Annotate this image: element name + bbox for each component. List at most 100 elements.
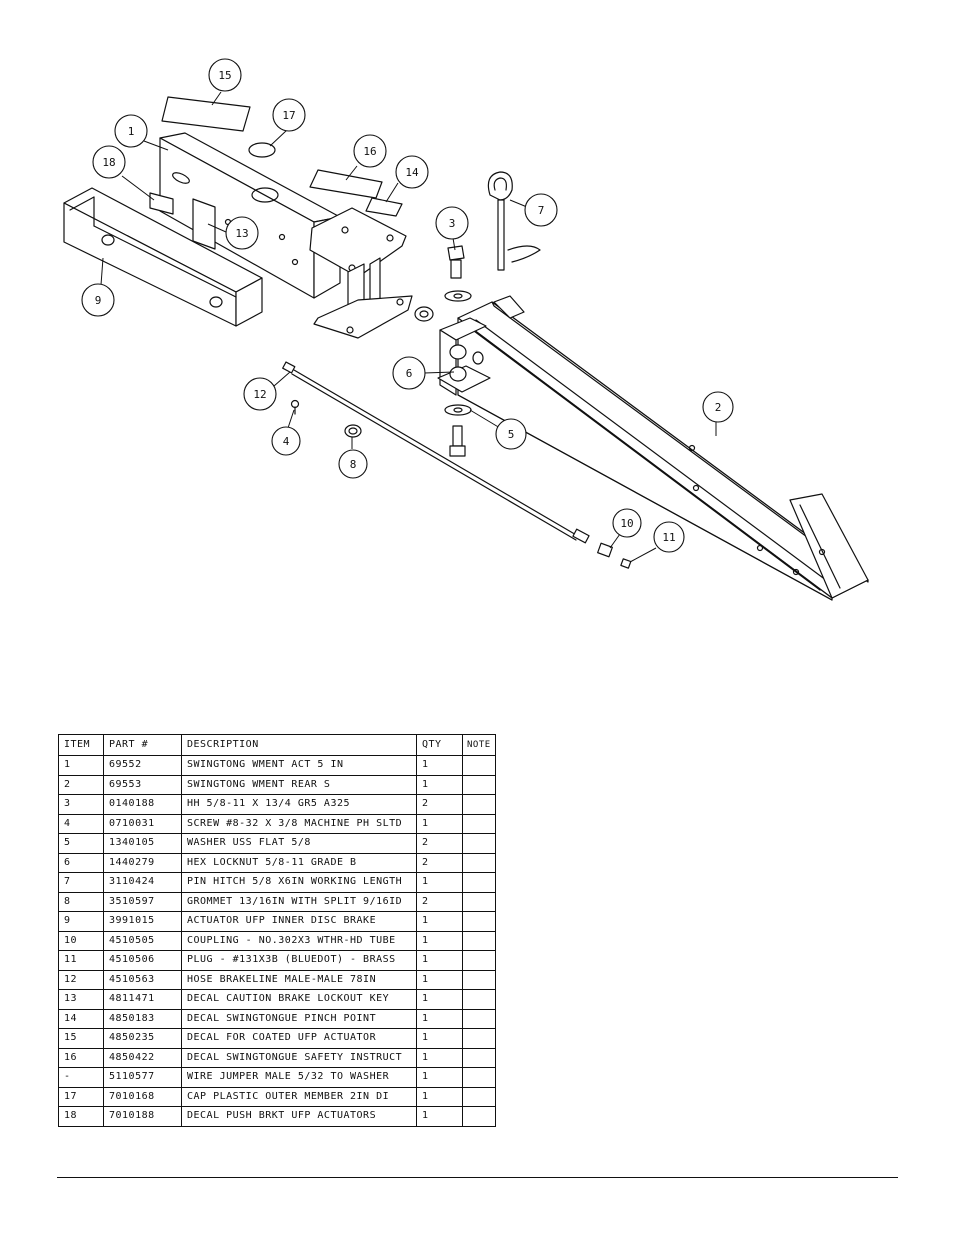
cell-qty: 2 — [416, 852, 463, 873]
cell-note — [462, 852, 496, 873]
cell-part: 0710031 — [103, 813, 182, 834]
decal-16 — [309, 169, 383, 199]
cell-description: DECAL FOR COATED UFP ACTUATOR — [181, 1028, 417, 1049]
callout-11: 11 — [653, 521, 685, 553]
cell-item: 15 — [58, 1028, 104, 1049]
table-header-row: ITEM PART # DESCRIPTION QTY NOTE — [58, 734, 496, 756]
callout-8: 8 — [338, 449, 368, 479]
cell-part: 4510505 — [103, 930, 182, 951]
exploded-parts-diagram: 15 17 1 18 16 14 13 9 3 7 6 12 4 8 5 2 1… — [63, 58, 869, 601]
cell-description: WASHER USS FLAT 5/8 — [181, 833, 417, 854]
cell-part: 69553 — [103, 774, 182, 795]
cell-qty: 1 — [416, 1067, 463, 1088]
cell-item: 6 — [58, 852, 104, 873]
cell-qty: 1 — [416, 1086, 463, 1107]
svg-text:16: 16 — [363, 145, 376, 158]
cell-item: 3 — [58, 794, 104, 815]
cell-note — [462, 1028, 496, 1049]
cell-description: DECAL CAUTION BRAKE LOCKOUT KEY — [181, 989, 417, 1010]
svg-text:2: 2 — [715, 401, 722, 414]
callout-17: 17 — [272, 98, 306, 132]
cell-part: 4850235 — [103, 1028, 182, 1049]
cell-part: 3991015 — [103, 911, 182, 932]
cell-description: SWINGTONG WMENT ACT 5 IN — [181, 755, 417, 776]
actuator-inner — [63, 187, 263, 327]
svg-text:14: 14 — [405, 166, 419, 179]
cell-qty: 1 — [416, 1028, 463, 1049]
grommet-8-upper — [414, 306, 434, 322]
cell-note — [462, 930, 496, 951]
cell-item: 12 — [58, 969, 104, 990]
plug-11 — [620, 558, 632, 569]
cell-part: 0140188 — [103, 794, 182, 815]
svg-text:8: 8 — [350, 458, 357, 471]
callout-10: 10 — [612, 508, 642, 538]
cell-qty: 1 — [416, 930, 463, 951]
cell-item: 13 — [58, 989, 104, 1010]
cell-note — [462, 794, 496, 815]
footer-divider — [57, 1177, 898, 1178]
cell-part: 69552 — [103, 755, 182, 776]
header-item: ITEM — [58, 734, 104, 756]
svg-text:11: 11 — [662, 531, 675, 544]
cell-note — [462, 969, 496, 990]
cell-note — [462, 1008, 496, 1029]
cell-qty: 1 — [416, 755, 463, 776]
callout-7: 7 — [524, 193, 558, 227]
cell-part: 1340105 — [103, 833, 182, 854]
cell-item: 2 — [58, 774, 104, 795]
cell-item: 5 — [58, 833, 104, 854]
cell-item: 9 — [58, 911, 104, 932]
coupling-10 — [597, 542, 613, 558]
cell-qty: 1 — [416, 1008, 463, 1029]
cell-item: 14 — [58, 1008, 104, 1029]
callout-15: 15 — [208, 58, 242, 92]
cell-description: ACTUATOR UFP INNER DISC BRAKE — [181, 911, 417, 932]
cell-qty: 1 — [416, 989, 463, 1010]
cell-note — [462, 833, 496, 854]
decal-15 — [161, 96, 251, 132]
callout-2: 2 — [702, 391, 734, 423]
callout-4: 4 — [271, 426, 301, 456]
svg-text:1: 1 — [128, 125, 135, 138]
cell-note — [462, 891, 496, 912]
cell-note — [462, 1106, 496, 1127]
cell-note — [462, 1086, 496, 1107]
cell-description: HEX LOCKNUT 5/8-11 GRADE B — [181, 852, 417, 873]
cell-description: DECAL SWINGTONGUE PINCH POINT — [181, 1008, 417, 1029]
cell-qty: 1 — [416, 813, 463, 834]
cell-item: 16 — [58, 1047, 104, 1068]
header-description: DESCRIPTION — [181, 734, 417, 756]
decal-18 — [149, 192, 174, 215]
svg-text:3: 3 — [449, 217, 456, 230]
cell-description: HH 5/8-11 X 13/4 GR5 A325 — [181, 794, 417, 815]
callout-6: 6 — [392, 356, 426, 390]
svg-text:7: 7 — [538, 204, 545, 217]
cell-part: 4850422 — [103, 1047, 182, 1068]
svg-text:12: 12 — [253, 388, 266, 401]
grommet-8 — [344, 424, 362, 438]
cell-item: 4 — [58, 813, 104, 834]
cell-item: 8 — [58, 891, 104, 912]
cell-description: GROMMET 13/16IN WITH SPLIT 9/16ID — [181, 891, 417, 912]
cell-part: 7010188 — [103, 1106, 182, 1127]
svg-text:9: 9 — [95, 294, 102, 307]
locknut-6 — [449, 344, 484, 382]
svg-text:5: 5 — [508, 428, 515, 441]
cell-item: 1 — [58, 755, 104, 776]
header-qty: QTY — [416, 734, 463, 756]
